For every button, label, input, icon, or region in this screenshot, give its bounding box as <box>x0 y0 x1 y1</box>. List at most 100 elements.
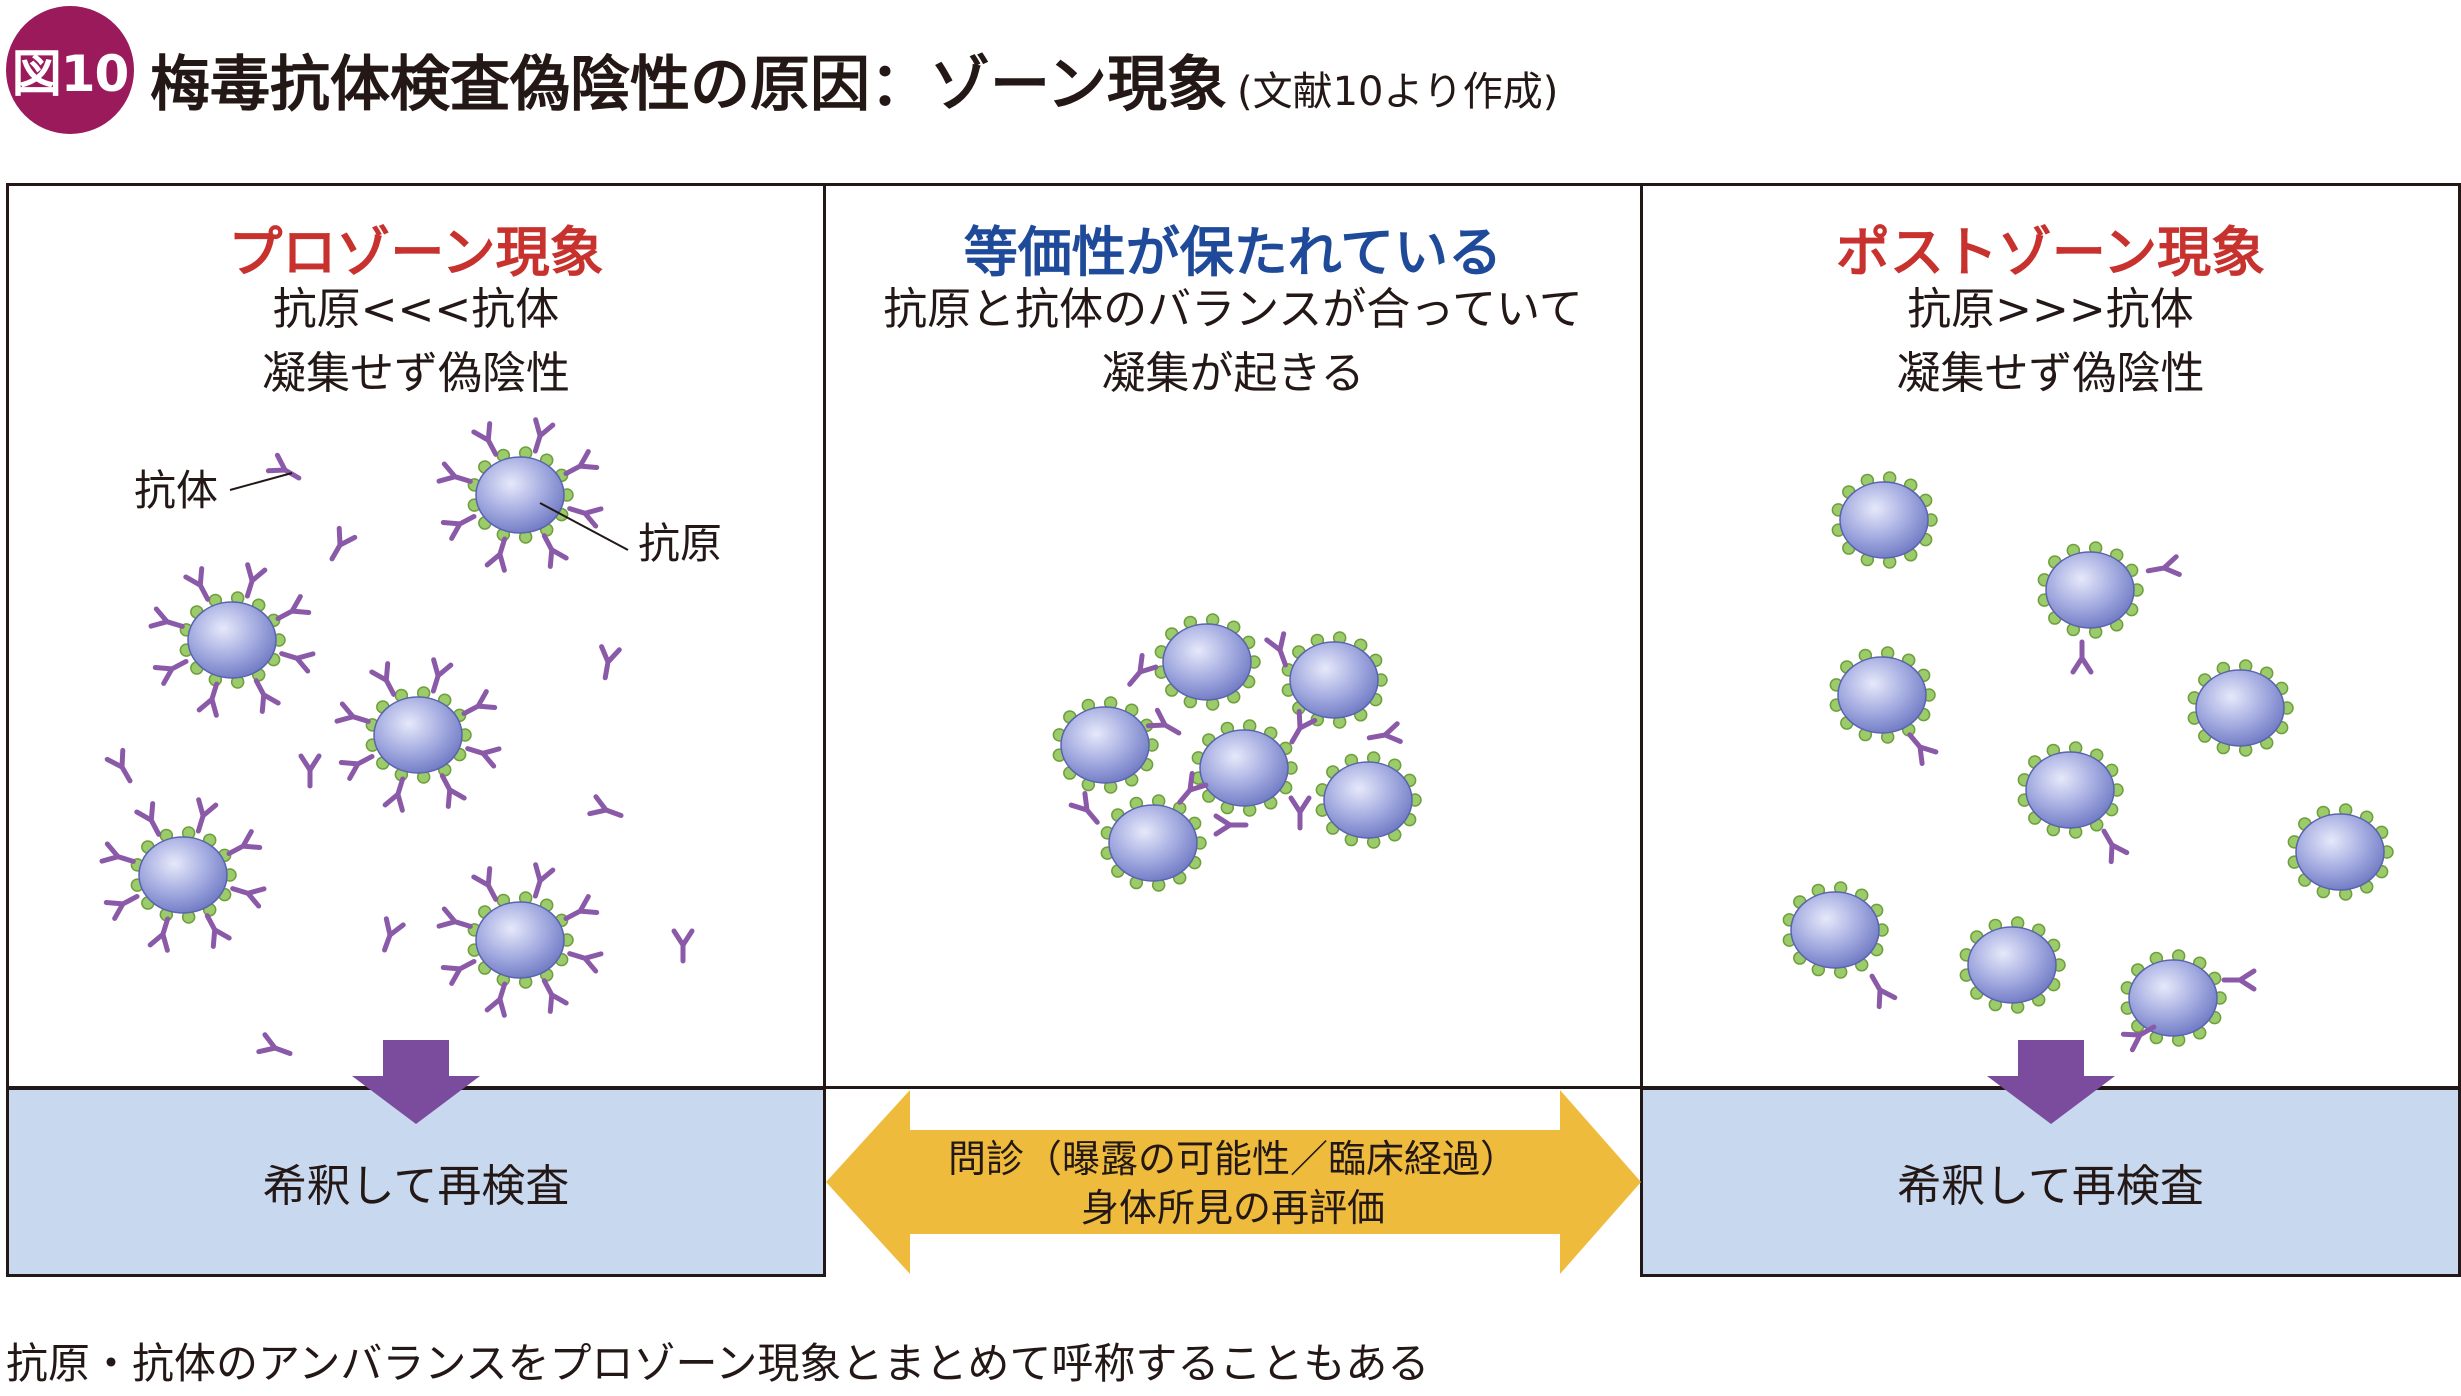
antibody-y-shape <box>298 753 322 789</box>
antibody-y-shape <box>471 866 499 902</box>
antibody-y-shape <box>1127 652 1159 687</box>
antibody-y-shape <box>567 951 604 974</box>
antibody-y-shape <box>329 525 358 562</box>
label-antigen: 抗原 <box>638 519 722 568</box>
footer-note: 抗原・抗体のアンバランスをプロゾーン現象とまとめて呼称することもある <box>6 1339 1430 1388</box>
antibody-y-shape <box>2145 554 2182 577</box>
panel-prozone-desc-line1: 抗原<<<抗体 <box>272 284 560 335</box>
antibody-y-shape <box>147 916 171 953</box>
double-arrow <box>826 1090 1641 1274</box>
panel-postzone-heading: ポストゾーン現象 <box>1835 221 2266 284</box>
antibody-y-shape <box>1869 973 1898 1010</box>
antibody-y-shape <box>1068 790 1100 825</box>
equivalence-particles <box>1052 613 1422 892</box>
antibody-y-shape <box>430 657 454 694</box>
box-left-text: 希釈して再検査 <box>262 1161 570 1212</box>
antibody-y-shape <box>334 701 371 724</box>
box-right-text: 希釈して再検査 <box>1897 1161 2204 1212</box>
antibody-y-shape <box>1288 795 1312 831</box>
panel-prozone-heading: プロゾーン現象 <box>228 221 604 284</box>
antibody-y-shape <box>134 801 162 837</box>
antigen-body <box>1790 891 1880 969</box>
antibody-y-shape <box>2221 968 2257 992</box>
antigen-body <box>373 696 463 774</box>
antigen-body <box>2128 959 2218 1037</box>
antibody-y-shape <box>461 689 498 717</box>
antibody-y-shape <box>484 981 508 1018</box>
antibody-y-shape <box>103 893 140 921</box>
antigen-particle <box>1829 646 1936 744</box>
antibody-y-shape <box>567 506 604 529</box>
antibody-y-shape <box>279 651 316 674</box>
antigen-particle <box>1831 471 1938 569</box>
figure-number-badge: 図10 <box>6 6 134 134</box>
antibody-y-shape <box>2101 828 2130 865</box>
antibody-y-shape <box>541 533 569 569</box>
antigen-body <box>1108 804 1198 882</box>
antibody-y-shape <box>369 661 397 697</box>
antigen-particle <box>1191 719 1298 817</box>
antibody-y-shape <box>226 829 263 857</box>
antibody-y-shape <box>104 747 133 784</box>
antibody-y-shape <box>439 773 467 809</box>
antigen-body <box>1199 729 1289 807</box>
antigen-body <box>1162 623 1252 701</box>
antigen-particle <box>130 826 237 924</box>
antigen-particle <box>1782 881 1889 979</box>
antibody-y-shape <box>1213 813 1249 837</box>
antibody-y-shape <box>152 658 189 686</box>
panel-postzone: ポストゾーン現象 抗原>>>抗体 凝集せず偽陰性 <box>1640 183 2461 1089</box>
figure-title-text: 梅毒抗体検査偽陰性の原因：ゾーン現象 <box>150 50 1227 120</box>
antigen-particle <box>179 591 286 689</box>
antibody-y-shape <box>471 421 499 457</box>
antigen-body <box>1839 481 1929 559</box>
panel-postzone-desc-line2: 凝集せず偽陰性 <box>1896 348 2205 399</box>
antibody-y-shape <box>1145 707 1182 736</box>
antibody-y-shape <box>1289 708 1318 745</box>
antibody-y-shape <box>338 753 375 781</box>
antigen-particle <box>365 686 472 784</box>
antibody-y-shape <box>440 958 477 986</box>
antibody-y-shape <box>440 513 477 541</box>
antigen-body <box>1289 641 1379 719</box>
antigen-body <box>1967 926 2057 1004</box>
antigen-particle <box>1154 613 1261 711</box>
antibody-y-shape <box>196 681 220 718</box>
antibody-y-shape <box>265 452 302 481</box>
panel-equivalence-heading: 等価性が保たれている <box>963 221 1503 284</box>
antigen-particle <box>1315 751 1422 849</box>
antigen-particle <box>2037 541 2144 639</box>
antibody-y-shape <box>671 928 695 964</box>
panel-prozone-desc-line2: 凝集せず偽陰性 <box>262 348 570 399</box>
antibody-y-shape <box>563 449 600 477</box>
antigen-body <box>1837 656 1927 734</box>
down-arrow-right <box>1987 1040 2115 1124</box>
antibody-y-shape <box>436 461 473 484</box>
antibody-y-shape <box>1264 631 1288 668</box>
leader-antibody <box>229 472 293 491</box>
antigen-particle <box>2187 659 2294 757</box>
antigen-particle <box>1281 631 1388 729</box>
figure-source: (文献10より作成) <box>1237 69 1559 115</box>
antigen-body <box>2295 813 2385 891</box>
antigen-body <box>2025 751 2115 829</box>
antibody-y-shape <box>244 562 268 599</box>
antibody-y-shape <box>599 644 622 681</box>
panel-equivalence-desc-line2: 凝集が起きる <box>1101 348 1365 399</box>
antibody-y-shape <box>1907 732 1939 767</box>
antibody-y-shape <box>465 746 502 769</box>
antibody-y-shape <box>532 862 556 899</box>
antibody-y-shape <box>541 978 569 1014</box>
antigen-particle <box>467 891 574 989</box>
down-arrow-left <box>352 1040 480 1124</box>
antigen-particle <box>2017 741 2124 839</box>
label-antibody: 抗体 <box>134 466 218 515</box>
postzone-particles <box>1782 471 2394 1053</box>
antigen-body <box>2045 551 2135 629</box>
panel-postzone-desc-line1: 抗原>>>抗体 <box>1907 284 2194 335</box>
antibody-y-shape <box>183 566 211 602</box>
antibody-y-shape <box>253 678 281 714</box>
antibody-y-shape <box>532 417 556 454</box>
antibody-y-shape <box>204 913 232 949</box>
antibody-y-shape <box>382 776 406 813</box>
